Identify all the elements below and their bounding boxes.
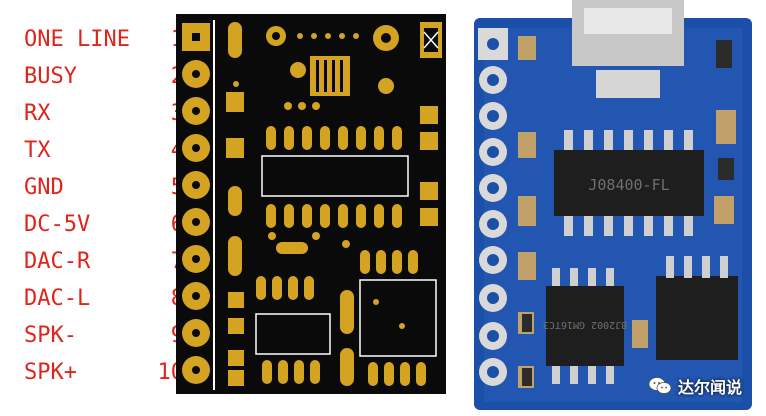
pin-label-5: GND 5 xyxy=(24,170,184,206)
board-photo-svg: J08400-FL BJ2002 GM16TC3 xyxy=(466,0,766,412)
pin-label-6: DC-5V 6 xyxy=(24,207,184,243)
pin-name: GND xyxy=(24,175,64,200)
pin-label-10: SPK+ 10 xyxy=(24,355,184,391)
pin-name: SPK+ xyxy=(24,360,77,385)
pin-name: DAC-R xyxy=(24,249,91,274)
board-photo: J08400-FL BJ2002 GM16TC3 xyxy=(466,0,766,412)
pin-name: SPK- xyxy=(24,323,77,348)
pin-label-7: DAC-R 7 xyxy=(24,244,184,280)
pin-name: RX xyxy=(24,101,51,126)
main-chip-marking: J08400-FL xyxy=(588,176,669,194)
pin-label-8: DAC-L 8 xyxy=(24,281,184,317)
pin-label-3: RX 3 xyxy=(24,96,184,132)
watermark: 达尔闻说 xyxy=(648,374,742,398)
pin-name: BUSY xyxy=(24,64,77,89)
pin-label-1: ONE LINE 1 xyxy=(24,22,184,58)
pcb-layout-svg xyxy=(176,14,446,394)
pin-label-9: SPK- 9 xyxy=(24,318,184,354)
pin-label-2: BUSY 2 xyxy=(24,59,184,95)
pcb-layout-diagram xyxy=(176,14,446,394)
pin-name: ONE LINE xyxy=(24,27,130,52)
small-chip-marking: BJ2002 GM16TC3 xyxy=(543,319,627,330)
wechat-icon xyxy=(648,377,672,394)
pin-name: DAC-L xyxy=(24,286,91,311)
watermark-text: 达尔闻说 xyxy=(677,378,742,397)
pin-label-4: TX 4 xyxy=(24,133,184,169)
pin-name: TX xyxy=(24,138,51,163)
pin-name: DC-5V xyxy=(24,212,91,237)
